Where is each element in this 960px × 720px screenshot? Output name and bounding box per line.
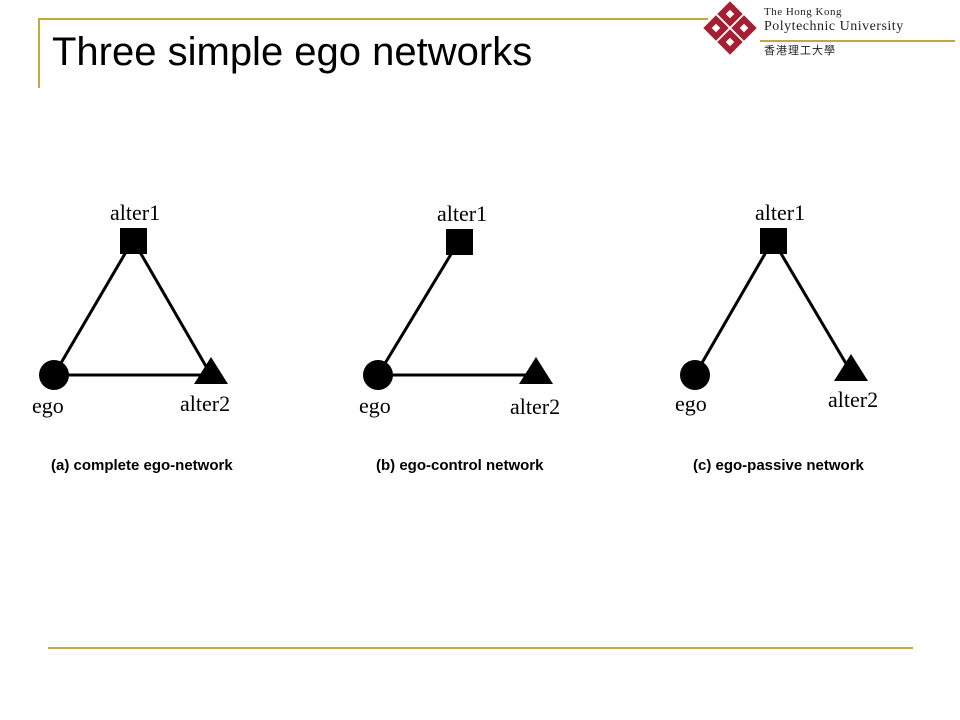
logo-text-line2: Polytechnic University [764,19,904,34]
caption-a: (a) complete ego-network [51,457,233,474]
node-b-ego-circle [363,360,393,390]
label-b-alter2: alter2 [510,394,560,419]
logo-text-line3: 香港理工大學 [764,44,836,57]
node-a-alter1-square [120,228,147,254]
network-a: alter1 ego alter2 [32,200,230,418]
edge-a-ego-alter1 [52,239,135,376]
logo-underline [760,40,955,42]
university-logo-icon [703,1,757,55]
label-c-ego: ego [675,391,707,416]
slide-title: Three simple ego networks [52,30,533,74]
label-b-alter1: alter1 [437,201,487,226]
label-c-alter1: alter1 [755,200,805,225]
node-a-ego-circle [39,360,69,390]
node-b-alter2-triangle [519,357,553,384]
title-frame-top-line [38,18,708,20]
caption-b: (b) ego-control network [376,457,544,474]
node-c-ego-circle [680,360,710,390]
node-c-alter2-triangle [834,354,868,381]
bottom-rule-line [48,647,913,649]
network-b: alter1 ego alter2 [359,201,560,419]
label-a-alter2: alter2 [180,391,230,416]
network-c: alter1 ego alter2 [675,200,878,416]
label-b-ego: ego [359,393,391,418]
title-frame-left-line [38,18,40,88]
node-c-alter1-square [760,228,787,254]
node-a-alter2-triangle [194,357,228,384]
node-b-alter1-square [446,229,473,255]
logo-text-line1: The Hong Kong [764,6,842,18]
label-a-alter1: alter1 [110,200,160,225]
label-a-ego: ego [32,393,64,418]
edge-b-ego-alter1 [376,240,461,376]
label-c-alter2: alter2 [828,387,878,412]
caption-c: (c) ego-passive network [693,457,864,474]
edge-a-alter1-alter2 [131,239,213,376]
edge-c-ego-alter1 [693,239,775,376]
edge-c-alter1-alter2 [771,239,853,373]
